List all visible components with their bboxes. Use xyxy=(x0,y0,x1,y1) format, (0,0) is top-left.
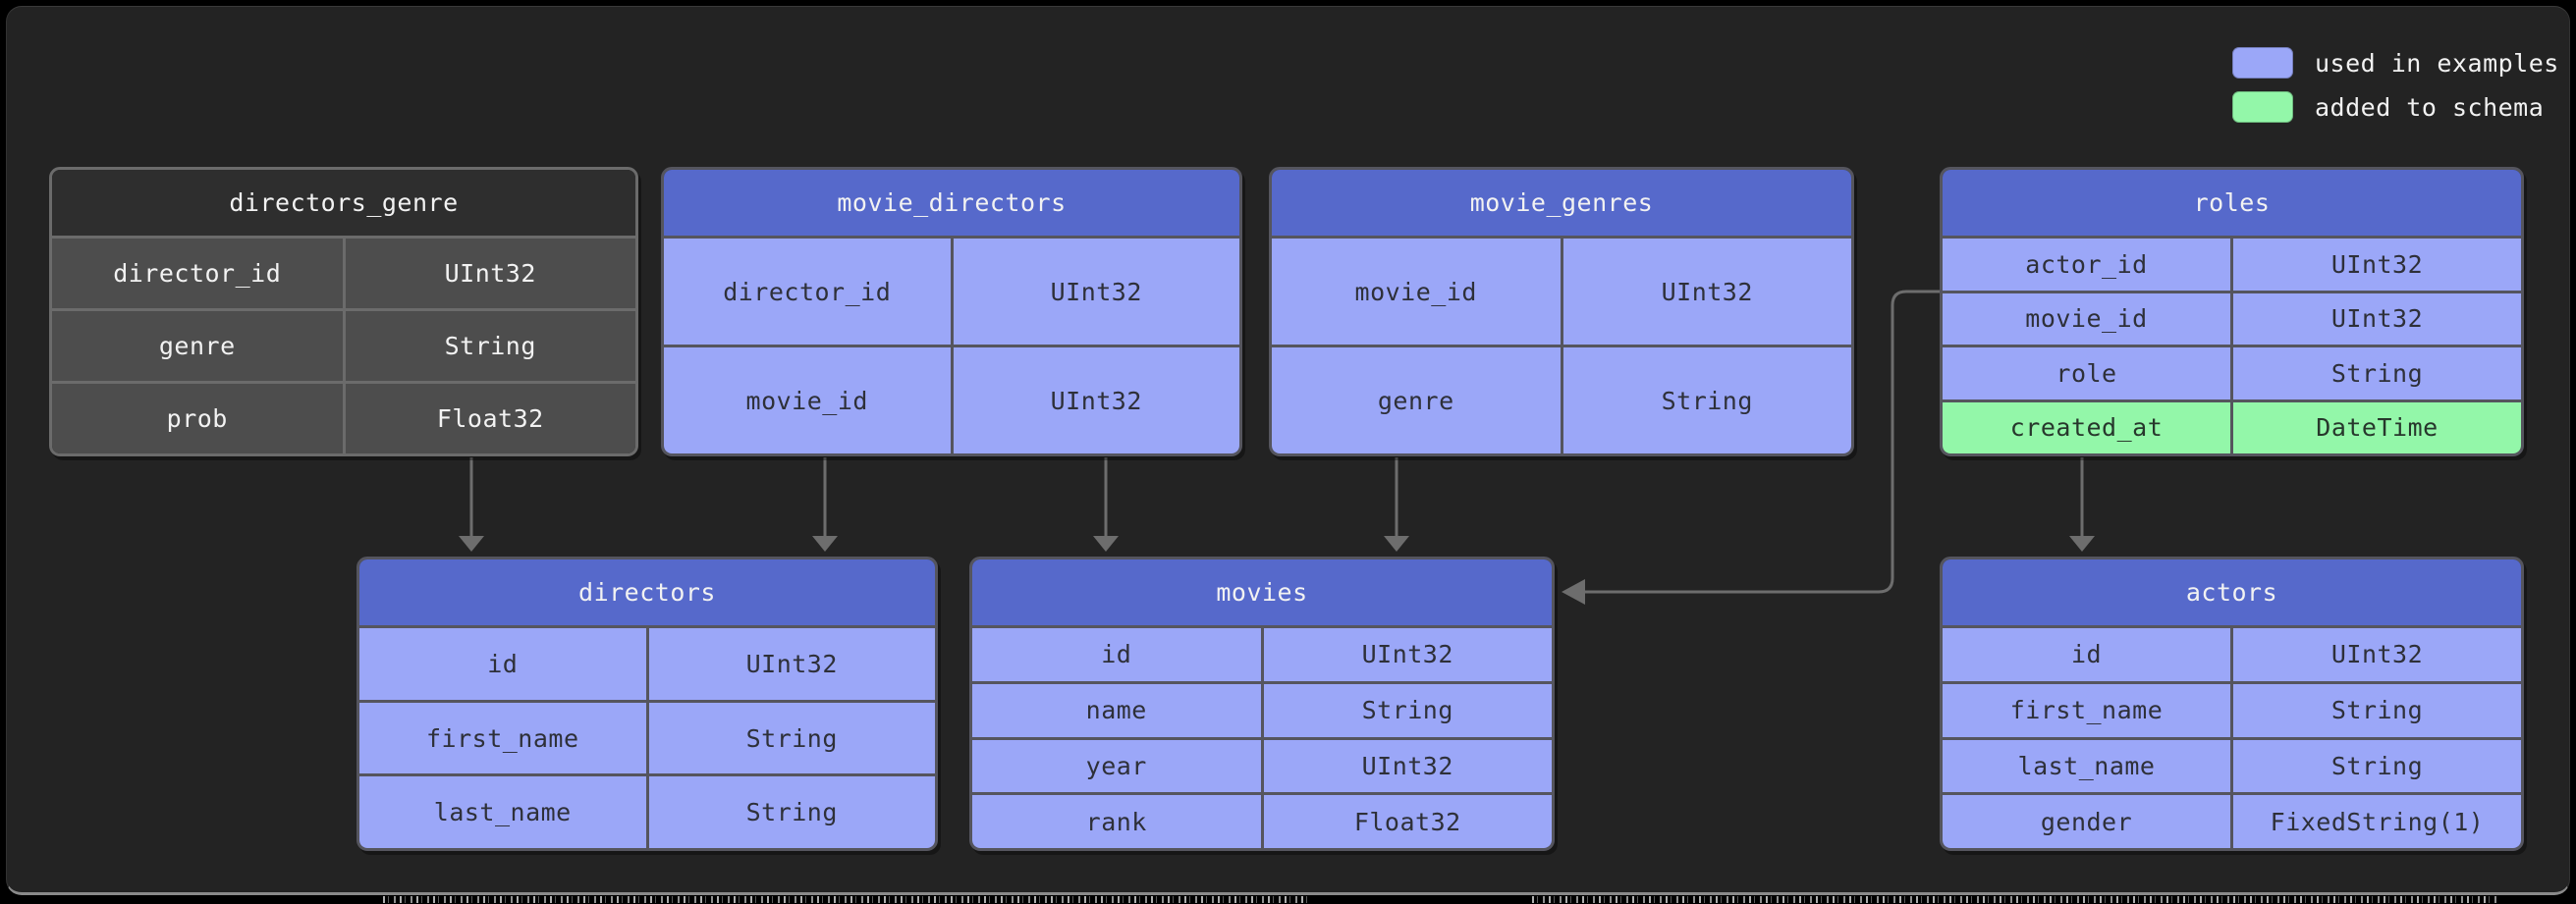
column-type: UInt32 xyxy=(1050,386,1142,415)
column-name: name xyxy=(972,683,1264,737)
column-name: last_name xyxy=(1943,739,2233,793)
column-type: String xyxy=(745,798,838,827)
table-row: id UInt32 xyxy=(359,625,935,700)
table-row: created_at DateTime xyxy=(1943,399,2521,453)
column-type: UInt32 xyxy=(1361,751,1453,780)
table-row: genre String xyxy=(1272,345,1851,453)
column-type: DateTime xyxy=(2316,413,2439,443)
column-name: year xyxy=(972,739,1264,793)
table-row: last_name String xyxy=(359,773,935,848)
column-name: id xyxy=(359,628,649,700)
table-row: year UInt32 xyxy=(972,736,1552,793)
column-name: movie_id xyxy=(1272,239,1563,345)
legend-item-added-to-schema: added to schema xyxy=(2232,91,2559,123)
legend-swatch-green xyxy=(2232,91,2293,123)
table-row: movie_id UInt32 xyxy=(1272,236,1851,345)
column-name: id xyxy=(1943,628,2233,681)
table-row: director_id UInt32 xyxy=(664,236,1239,345)
table-row: id UInt32 xyxy=(1943,625,2521,681)
column-name: created_at xyxy=(1943,401,2233,453)
column-name: first_name xyxy=(1943,683,2233,737)
table-row: first_name String xyxy=(359,699,935,774)
table-row: genre String xyxy=(52,308,635,381)
table-row: actor_id UInt32 xyxy=(1943,236,2521,291)
column-type: UInt32 xyxy=(1361,640,1453,669)
table-row: id UInt32 xyxy=(972,625,1552,681)
column-name: last_name xyxy=(359,776,649,848)
column-name: genre xyxy=(1272,347,1563,453)
column-name: genre xyxy=(52,311,346,381)
table-row: director_id UInt32 xyxy=(52,236,635,308)
column-name: director_id xyxy=(664,239,954,345)
table-row: movie_id UInt32 xyxy=(664,345,1239,453)
column-name: id xyxy=(972,628,1264,681)
column-type: String xyxy=(2330,696,2424,725)
table-row: rank Float32 xyxy=(972,792,1552,848)
table-row: last_name String xyxy=(1943,736,2521,793)
column-name: prob xyxy=(52,384,346,453)
column-type: String xyxy=(1361,696,1453,725)
column-name: rank xyxy=(972,795,1264,848)
column-name: gender xyxy=(1943,795,2233,848)
legend-item-used-in-examples: used in examples xyxy=(2232,47,2559,79)
column-type: FixedString(1) xyxy=(2270,807,2485,836)
column-type: UInt32 xyxy=(1050,277,1142,306)
table-title: movie_genres xyxy=(1272,170,1851,236)
legend-swatch-blue xyxy=(2232,47,2293,79)
legend: used in examples added to schema xyxy=(2232,47,2559,123)
column-name: role xyxy=(1943,347,2233,399)
column-type: Float32 xyxy=(436,404,544,433)
table-title: movie_directors xyxy=(664,170,1239,236)
column-name: actor_id xyxy=(1943,239,2233,291)
table-row: prob Float32 xyxy=(52,381,635,453)
table-title: movies xyxy=(972,559,1552,625)
table-row: gender FixedString(1) xyxy=(1943,792,2521,848)
table-title: directors xyxy=(359,559,935,625)
legend-label: added to schema xyxy=(2315,92,2545,122)
column-type: String xyxy=(444,332,536,360)
column-type: UInt32 xyxy=(2330,304,2424,334)
column-type: UInt32 xyxy=(444,259,536,288)
table-title: directors_genre xyxy=(52,170,635,236)
background-window-text-sliver xyxy=(1532,896,2499,903)
column-name: director_id xyxy=(52,239,346,308)
column-type: UInt32 xyxy=(2330,640,2424,669)
column-type: UInt32 xyxy=(2330,249,2424,279)
background-window-text-sliver xyxy=(383,896,1311,903)
legend-label: used in examples xyxy=(2315,48,2559,78)
table-title: roles xyxy=(1943,170,2521,236)
column-type: String xyxy=(2330,358,2424,388)
column-type: String xyxy=(2330,751,2424,780)
column-type: String xyxy=(1661,386,1753,415)
column-type: UInt32 xyxy=(745,649,838,678)
table-row: name String xyxy=(972,680,1552,737)
table-title: actors xyxy=(1943,559,2521,625)
column-type: UInt32 xyxy=(1661,277,1753,306)
table-row: first_name String xyxy=(1943,680,2521,737)
column-name: movie_id xyxy=(664,347,954,453)
table-row: role String xyxy=(1943,345,2521,399)
column-type: String xyxy=(745,723,838,753)
table-row: movie_id UInt32 xyxy=(1943,290,2521,345)
column-name: movie_id xyxy=(1943,292,2233,345)
column-type: Float32 xyxy=(1353,807,1461,836)
column-name: first_name xyxy=(359,702,649,774)
